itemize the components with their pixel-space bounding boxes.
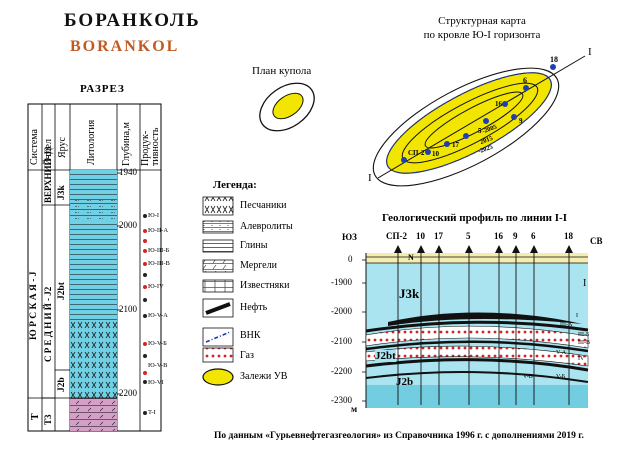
map-well-sp2: СП-2 [408, 149, 425, 157]
prod-yu-v-v: Ю-V-В [148, 362, 168, 369]
legend-gas: Газ [240, 350, 254, 361]
profile-horizon-i: I [576, 313, 578, 319]
lith-triassic [70, 398, 117, 431]
profile-dir-ne: СВ [590, 236, 603, 246]
map-well-6: 6 [523, 76, 527, 85]
profile-well-10: 10 [416, 231, 425, 241]
lith-sand-lower [70, 350, 117, 398]
header-depth: Глубина,м [121, 122, 132, 166]
source-credit: По данным «Гурьевнефтегазгеология» из Сп… [214, 431, 584, 441]
lith-silt-upper [70, 200, 117, 220]
depth-2200: 2200 [119, 388, 137, 398]
profile-horizon-v-v: V-В [523, 374, 533, 380]
map-line-end-ne: I [588, 46, 592, 58]
profile-depth-1900: -1900 [331, 277, 352, 287]
depth-2100: 2100 [119, 304, 137, 314]
structural-map [372, 55, 586, 187]
lith-sand-mid [70, 320, 117, 350]
profile-horizon-iv: IV [578, 356, 585, 362]
profile-well-18: 18 [564, 231, 573, 241]
profile-wells [397, 253, 570, 405]
stage-j3k: J3k [57, 185, 67, 200]
prod-yu-vi: Ю-VI [148, 379, 164, 386]
plan-title: План купола [252, 65, 312, 77]
depth-1940: 1940 [119, 167, 137, 177]
legend-deposit: Залежи УВ [240, 371, 288, 382]
profile-well-16: 16 [494, 231, 503, 241]
header-stage: Ярус [57, 137, 68, 158]
map-line-end-sw: I [368, 172, 372, 184]
geological-profile [362, 245, 589, 408]
legend-swatches [202, 196, 234, 386]
legend-lime: Известняки [240, 280, 290, 291]
map-well-16: 16 [495, 100, 502, 108]
map-title-line2: по кровле Ю-I горизонта [423, 29, 541, 41]
profile-well-17: 17 [434, 231, 443, 241]
series-middle: С Р Е Д Н И Й - J2 [43, 286, 53, 362]
system-triassic: T [30, 413, 41, 420]
depth-2000: 2000 [119, 220, 137, 230]
prod-yu-ii-a: Ю-II-А [148, 227, 169, 234]
map-well-17: 17 [452, 141, 459, 149]
profile-depth-2100: -2100 [331, 336, 352, 346]
legend-sand: Песчаники [240, 200, 287, 211]
map-well-5: 5 [478, 127, 482, 135]
prod-yu-iii-v: Ю-III-В [148, 260, 170, 267]
lith-bt-clay [70, 220, 117, 320]
legend-marl: Мергели [240, 260, 277, 271]
prod-t-i: T-I [148, 409, 156, 416]
profile-line-end: I [583, 278, 587, 289]
prod-yu-v-b: Ю-V-Б [148, 340, 167, 347]
profile-depth-0: 0 [348, 254, 353, 264]
series-t3: T3 [43, 414, 53, 425]
profile-well-9: 9 [513, 231, 518, 241]
profile-horizon-v-a: V-А [556, 350, 567, 356]
map-well-10: 10 [432, 150, 439, 158]
map-well-18: 18 [550, 55, 558, 64]
prod-yu-i: Ю-I [148, 212, 160, 219]
profile-dir-sw: ЮЗ [342, 232, 357, 242]
profile-north: N [408, 253, 414, 262]
stage-j2bt: J2bt [57, 282, 67, 300]
profile-unit-j3k: J3k [399, 286, 420, 301]
prod-yu-iv: Ю-IV [148, 283, 164, 290]
header-system: Система [29, 129, 40, 165]
map-well-9: 9 [519, 117, 523, 125]
profile-horizon-iii-b: III-Б [578, 332, 590, 338]
profile-depth-2300: -2300 [331, 395, 352, 405]
profile-well-6: 6 [531, 231, 536, 241]
system-jurassic: Ю Р С К А Я - J [29, 271, 39, 340]
map-title-line1: Структурная карта [438, 15, 526, 27]
series-upper: ВЕРХНИЙ-J3 [43, 146, 53, 203]
lith-j3k-clay [70, 170, 117, 200]
profile-well-5: 5 [466, 231, 471, 241]
profile-horizon-iii-v: III-В [578, 340, 590, 346]
prod-yu-v-a: Ю-V-А [148, 312, 168, 319]
profile-well-sp2: СП-2 [386, 231, 407, 241]
profile-unit-j2bt: J2bt [375, 350, 396, 362]
legend-clay: Глины [240, 240, 268, 251]
stage-j2b: J2b [57, 377, 67, 392]
legend-silt: Алевролиты [240, 221, 293, 232]
productivity-markers [143, 214, 147, 415]
profile-depth-2200: -2200 [331, 366, 352, 376]
profile-depth-unit: м [351, 404, 358, 414]
profile-horizon-v-b: V-Б [556, 374, 566, 380]
prod-yu-iii-b: Ю-III-Б [148, 247, 170, 254]
header-productivity: Продук-тивность [140, 127, 161, 166]
column-title: РАЗРЕЗ [80, 83, 125, 95]
legend-oil: Нефть [240, 302, 268, 313]
legend-vnk: ВНК [240, 330, 261, 341]
dome-plan [259, 82, 315, 132]
field-title-ru: БОРАНКОЛЬ [64, 10, 201, 31]
profile-unit-j2b: J2b [396, 376, 414, 388]
profile-depth-2000: -2000 [331, 306, 352, 316]
map-title: Структурная карта по кровле Ю-I горизонт… [392, 14, 572, 42]
header-lithology: Литология [86, 119, 97, 165]
profile-title: Геологический профиль по линии I-I [382, 212, 567, 224]
field-title-en: BORANKOL [70, 38, 180, 55]
legend-title: Легенда: [213, 179, 257, 191]
profile-horizon-iii-a: III-А [560, 322, 573, 328]
